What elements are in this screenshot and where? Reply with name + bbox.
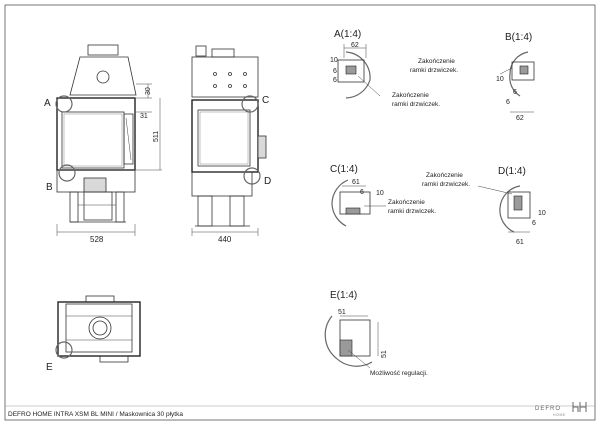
- sheet-border: [4, 4, 596, 421]
- detail-d-title: D(1:4): [498, 166, 526, 177]
- dim-31: 31: [140, 113, 148, 120]
- detail-e-title: E(1:4): [330, 290, 357, 301]
- detail-b-title: B(1:4): [505, 32, 532, 43]
- detail-b-dim-6a: 6: [513, 89, 517, 96]
- detail-b-note-line2: ramki drzwiczek.: [410, 67, 458, 74]
- detail-d-dim-6: 6: [532, 220, 536, 227]
- front-glass: [61, 111, 125, 169]
- logo-subtext: HOME: [553, 413, 566, 417]
- detail-b-dim-6b: 6: [506, 99, 510, 106]
- dim-440: 440: [218, 235, 232, 244]
- detail-d-dim-10: 10: [538, 210, 546, 217]
- detail-c-dim-61: 61: [352, 179, 360, 186]
- marker-e-label: E: [46, 362, 53, 373]
- side-view: C D 440: [191, 45, 271, 244]
- detail-a: A(1:4) 62 10 6 6 Zakończenie ramki drzwi…: [330, 29, 440, 108]
- detail-a-dim-6a: 6: [333, 68, 337, 75]
- detail-marker-c-circle: [241, 95, 259, 113]
- detail-c-dim-6: 6: [360, 189, 364, 196]
- detail-a-note-line1: Zakończenie: [392, 92, 429, 99]
- detail-marker-d-circle: [243, 167, 261, 185]
- detail-e: E(1:4) 51 51 Możliwość regulacji.: [324, 290, 428, 377]
- dim-528: 528: [90, 235, 104, 244]
- detail-d: D(1:4) Zakończenie ramki drzwiczek. 10 6…: [422, 166, 546, 246]
- marker-a-label: A: [44, 98, 51, 109]
- detail-c-dim-10: 10: [376, 190, 384, 197]
- dim-511: 511: [153, 131, 160, 142]
- logo-text: DEFRO: [535, 406, 561, 412]
- detail-a-dim-6b: 6: [333, 77, 337, 84]
- front-view: A B 30 31 511 528: [44, 44, 162, 244]
- detail-c-title: C(1:4): [330, 164, 358, 175]
- detail-a-title: A(1:4): [334, 29, 361, 40]
- detail-a-dim-62: 62: [351, 42, 359, 49]
- detail-e-dim-51-top: 51: [338, 309, 346, 316]
- detail-e-dim-51-side: 51: [381, 350, 388, 358]
- marker-d-label: D: [264, 176, 271, 187]
- detail-d-note-line2: ramki drzwiczek.: [422, 181, 470, 188]
- detail-marker-e-circle: [55, 341, 73, 359]
- detail-d-note-line1: Zakończenie: [426, 172, 463, 179]
- detail-a-dim-10: 10: [330, 57, 338, 64]
- detail-marker-a-circle: [55, 95, 73, 113]
- marker-b-label: B: [46, 182, 53, 193]
- detail-c: C(1:4) 61 6 10 Zakończenie ramki drzwicz…: [330, 164, 436, 227]
- defro-logo: DEFRO HOME: [535, 402, 587, 417]
- detail-b: B(1:4) Zakończenie ramki drzwiczek. 10 6…: [410, 32, 535, 122]
- footer-caption: DEFRO HOME INTRA XSM BL MINI / Maskownic…: [8, 411, 183, 418]
- detail-e-note: Możliwość regulacji.: [370, 370, 428, 377]
- detail-d-dim-61: 61: [516, 239, 524, 246]
- dim-30: 30: [145, 87, 152, 95]
- detail-marker-b-circle: [58, 164, 76, 182]
- detail-b-dim-10: 10: [496, 76, 504, 83]
- logo-mark-icon: [572, 402, 587, 412]
- detail-b-note-line1: Zakończenie: [418, 58, 455, 65]
- detail-c-note-line2: ramki drzwiczek.: [388, 208, 436, 215]
- detail-c-note-line1: Zakończenie: [388, 199, 425, 206]
- front-body: [56, 97, 136, 171]
- detail-a-note-line2: ramki drzwiczek.: [392, 101, 440, 108]
- marker-c-label: C: [262, 95, 269, 106]
- detail-b-dim-62: 62: [516, 115, 524, 122]
- top-view: E: [46, 295, 141, 373]
